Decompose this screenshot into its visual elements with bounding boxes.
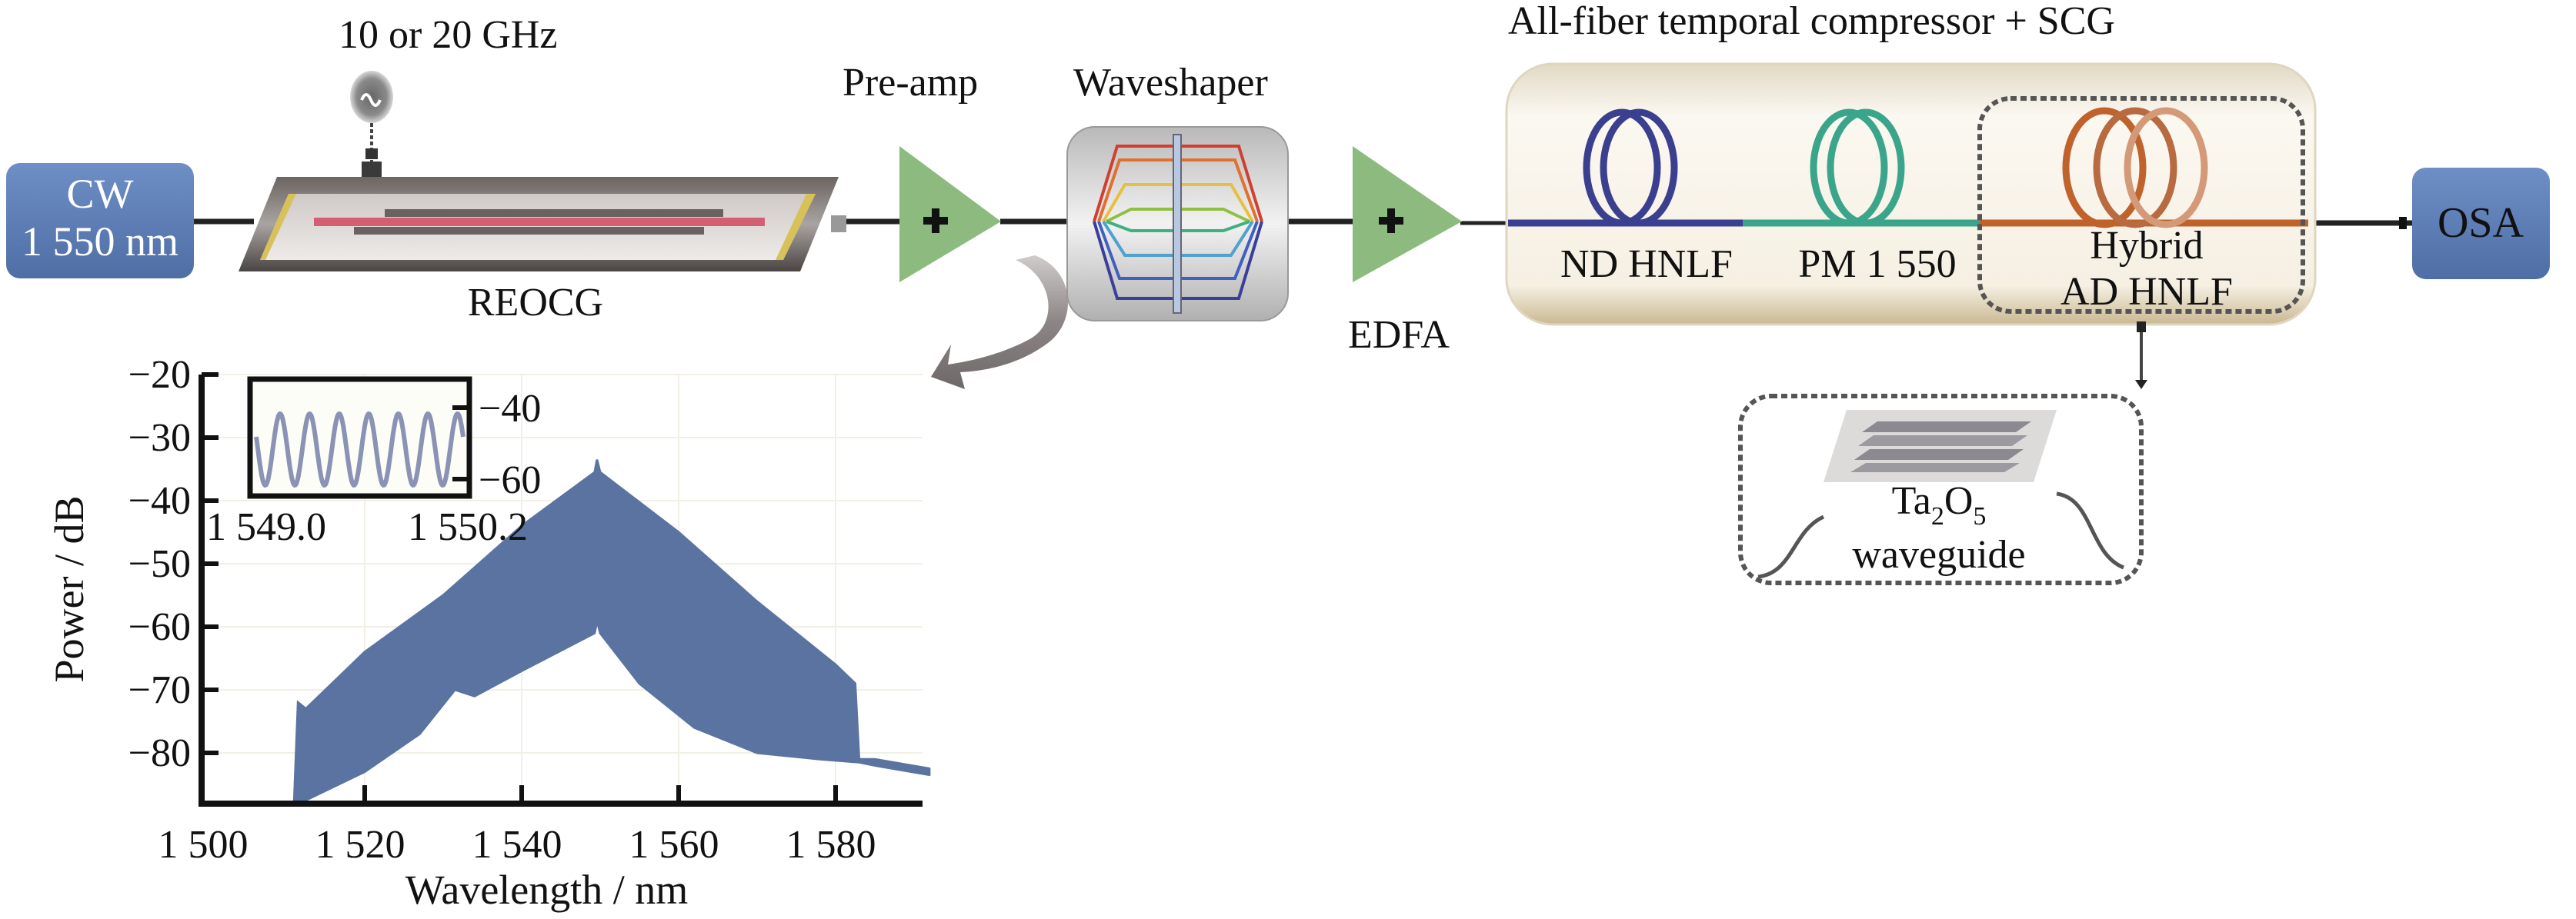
inset-frame bbox=[247, 376, 472, 499]
cw-wavelength-label: 1 550 nm bbox=[22, 218, 179, 265]
hybrid-hnlf-coil-icon bbox=[2062, 107, 2208, 228]
osa-label: OSA bbox=[2438, 199, 2524, 247]
cw-label: CW bbox=[67, 171, 134, 217]
x-axis-label: Wavelength / nm bbox=[405, 867, 689, 913]
pm-fiber-label: PM 1 550 bbox=[1798, 242, 1956, 286]
compressor-title: All-fiber temporal compressor + SCG bbox=[1508, 0, 2115, 43]
y-tick-label: −30 bbox=[128, 416, 191, 460]
ta2o5-label: Ta2O5 bbox=[1892, 479, 1987, 531]
inset-trace bbox=[254, 411, 465, 488]
x-tick-label: 1 580 bbox=[786, 823, 876, 867]
spectrum-chart: −20 −30 −40 −50 −60 −70 −80 1 500 1 520 1 540 1 56… bbox=[46, 353, 931, 913]
edfa-label: EDFA bbox=[1348, 313, 1450, 357]
waveshaper bbox=[1066, 126, 1289, 321]
y-tick-label: −40 bbox=[128, 479, 191, 523]
osa-analyzer: OSA bbox=[2412, 168, 2550, 279]
nd-hnlf-label: ND HNLF bbox=[1560, 242, 1733, 286]
pm-fiber-coil-icon bbox=[1810, 108, 1905, 227]
y-axis-label: Power / dB bbox=[46, 496, 92, 683]
plus-icon bbox=[923, 208, 948, 233]
spectrum-pointer-arrow bbox=[931, 255, 1068, 389]
inset-x-tick-label: 1 550.2 bbox=[408, 505, 528, 549]
waveguide-switch-arrow bbox=[2135, 321, 2147, 389]
reocg-comb-generator: REOCG bbox=[239, 177, 846, 325]
hybrid-label: Hybrid bbox=[2090, 224, 2203, 268]
waveguide-chip-icon bbox=[1824, 410, 2057, 482]
reocg-label: REOCG bbox=[468, 281, 603, 325]
spectrum-lower-envelope bbox=[208, 620, 930, 805]
rf-source-label: 10 or 20 GHz bbox=[339, 13, 558, 57]
waveshaper-label: Waveshaper bbox=[1073, 61, 1268, 105]
preamp-label: Pre-amp bbox=[843, 61, 978, 105]
edfa-amplifier: EDFA bbox=[1348, 146, 1462, 357]
nd-hnlf-coil-icon bbox=[1583, 108, 1678, 227]
cw-laser-source: CW 1 550 nm bbox=[6, 163, 194, 278]
ad-hnlf-label: AD HNLF bbox=[2060, 270, 2233, 314]
y-tick-label: −50 bbox=[128, 542, 191, 586]
x-tick-label: 1 560 bbox=[629, 823, 719, 867]
inset-y-tick-label: −60 bbox=[479, 458, 541, 502]
y-tick-label: −80 bbox=[128, 731, 191, 775]
spectrum-upper-envelope bbox=[208, 459, 930, 805]
x-tick-label: 1 540 bbox=[472, 823, 562, 867]
y-tick-label: −70 bbox=[128, 668, 191, 712]
y-tick-label: −60 bbox=[128, 605, 191, 649]
ta2o5-waveguide-panel: Ta2O5 waveguide bbox=[1738, 394, 2144, 585]
inset-x-tick-label: 1 549.0 bbox=[206, 505, 326, 549]
y-tick-label: −20 bbox=[128, 353, 191, 397]
hybrid-section-box bbox=[1977, 96, 2305, 314]
x-tick-label: 1 500 bbox=[158, 823, 249, 867]
waveguide-label: waveguide bbox=[1852, 533, 2025, 577]
temporal-compressor-box: ND HNLF PM 1 550 Hybrid AD HNLF bbox=[1505, 62, 2317, 326]
x-tick-label: 1 520 bbox=[315, 823, 405, 867]
inset-y-tick-label: −40 bbox=[479, 387, 541, 431]
preamp-amplifier bbox=[899, 146, 1001, 282]
plus-icon bbox=[1379, 208, 1403, 233]
